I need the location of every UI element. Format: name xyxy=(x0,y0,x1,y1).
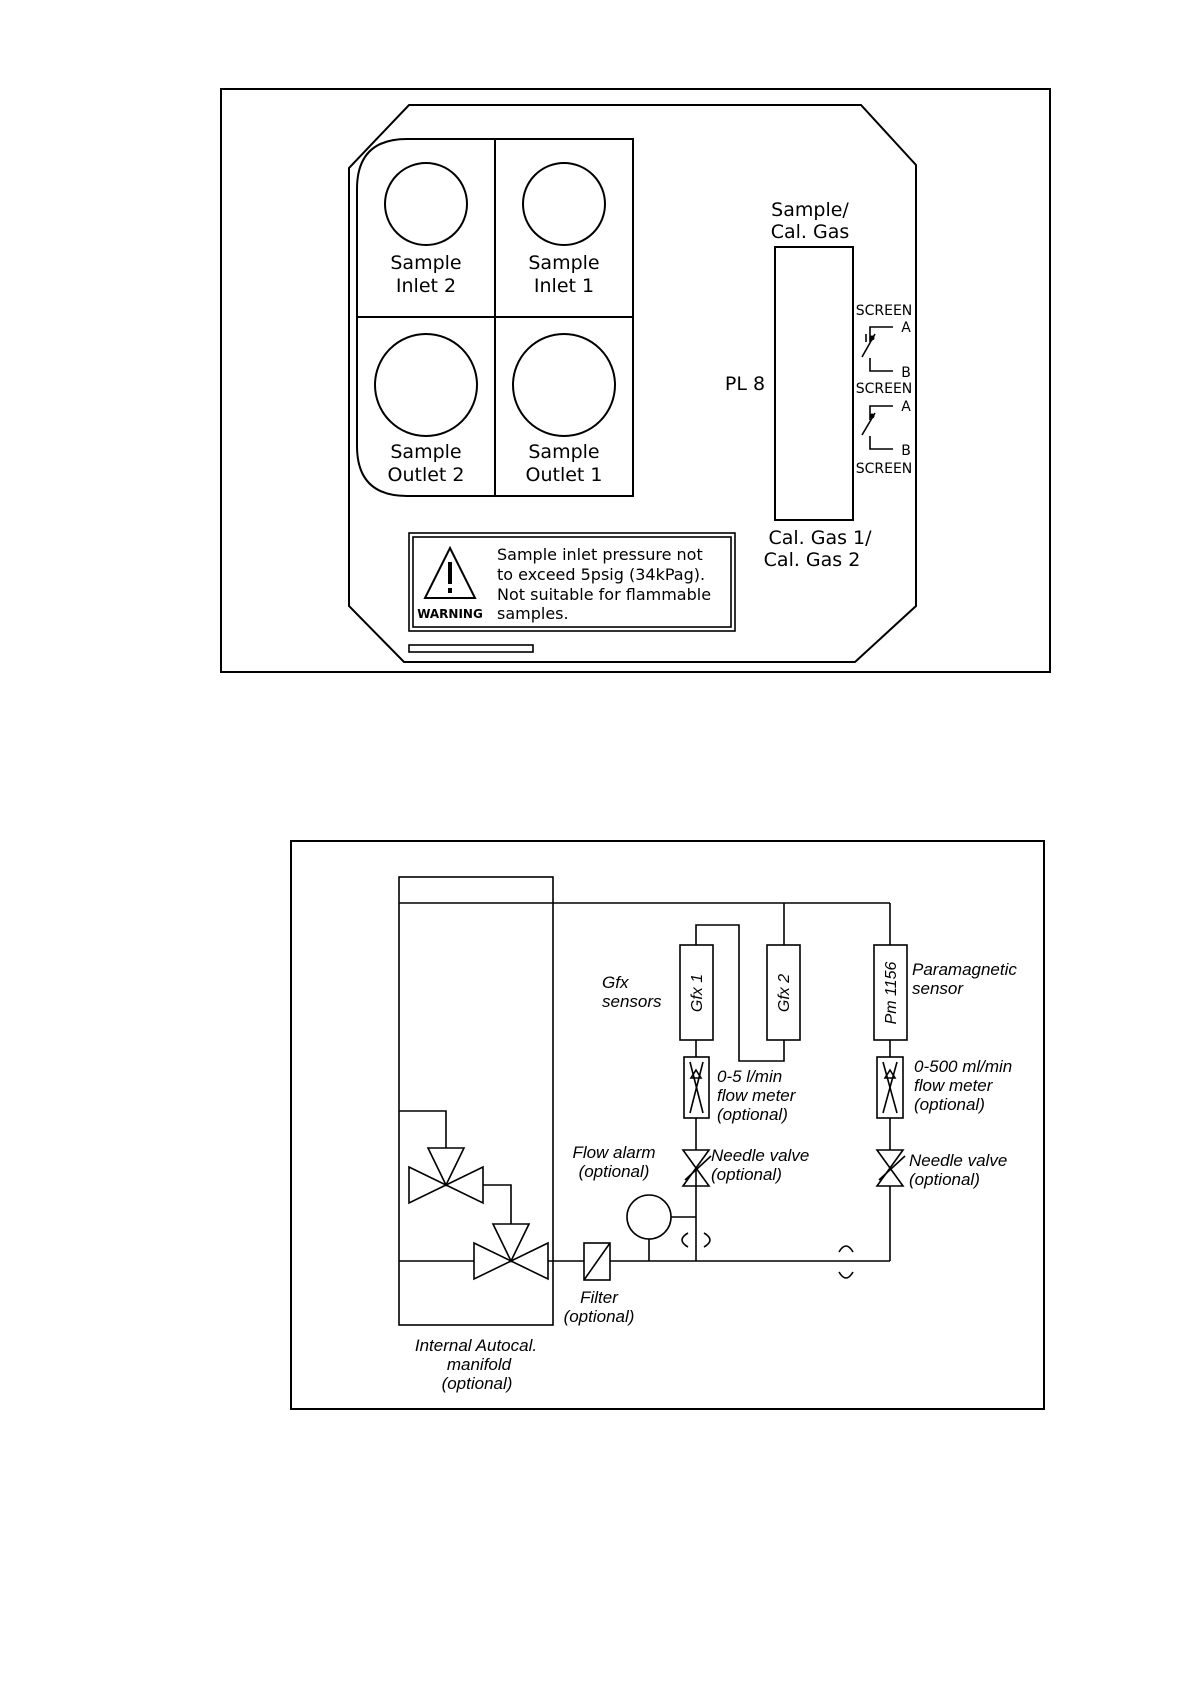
flow-alarm-label: (optional) xyxy=(579,1162,650,1181)
schematic-frame xyxy=(290,840,1045,1410)
port-label: Inlet 1 xyxy=(534,275,594,297)
connector-top-label: Cal. Gas xyxy=(771,221,850,243)
connection-panel-figure: Sample Inlet 2 Sample Inlet 1 Sample Out… xyxy=(220,88,1051,673)
flow-meter-1-label: 0-5 l/min xyxy=(717,1067,782,1086)
gfx-series-link xyxy=(695,924,785,1062)
screen-label: SCREEN xyxy=(856,461,913,477)
relay-contact-dot xyxy=(869,413,875,419)
port-label: Outlet 2 xyxy=(388,464,465,486)
needle-valve-1-label: (optional) xyxy=(711,1165,782,1184)
needle-valve-2-label: Needle valve xyxy=(909,1151,1007,1170)
gfx-sensors-label: sensors xyxy=(602,992,662,1011)
gfx-1-label: Gfx 1 xyxy=(689,974,706,1012)
flow-meter-1-label: (optional) xyxy=(717,1105,788,1124)
warning-frame xyxy=(408,532,736,632)
flow-meter-2-label: flow meter xyxy=(914,1076,994,1095)
flow-meter-2-label: 0-500 ml/min xyxy=(914,1057,1012,1076)
needle-valve-2-label: (optional) xyxy=(909,1170,980,1189)
connector-top-label: Sample/ xyxy=(771,199,849,221)
port-block xyxy=(356,138,634,497)
panel-slot xyxy=(408,644,534,653)
manifold-label: (optional) xyxy=(442,1374,513,1393)
flow-meter-2-label: (optional) xyxy=(914,1095,985,1114)
flow-meter-1-float xyxy=(689,1068,703,1079)
gfx-2-label: Gfx 2 xyxy=(776,974,793,1012)
pl8-connector xyxy=(774,246,854,521)
paramagnetic-label: sensor xyxy=(912,979,964,998)
connector-name: PL 8 xyxy=(725,373,765,395)
relay-contacts: SCREEN A B SCREEN A B SCREEN xyxy=(856,303,913,477)
contact-b-label: B xyxy=(901,365,911,381)
sample-outlet-2-port xyxy=(374,333,478,437)
port-label: Sample xyxy=(390,441,461,463)
port-label: Sample xyxy=(528,252,599,274)
filter-element xyxy=(583,1242,611,1281)
needle-valve-1-adjust xyxy=(684,1155,712,1181)
sample-outlet-1-port xyxy=(512,333,616,437)
warning-text: Not suitable for flammable xyxy=(497,585,711,604)
relay-contact-b xyxy=(869,436,893,450)
warning-title: WARNING xyxy=(417,607,483,621)
flow-meter-2-tube xyxy=(882,1061,898,1114)
screen-label: SCREEN xyxy=(856,381,913,397)
manifold-label: manifold xyxy=(447,1355,512,1374)
valve-1-left xyxy=(408,1165,448,1205)
valve-1-feed xyxy=(399,1110,447,1148)
sample-inlet-2-port xyxy=(384,162,468,246)
contact-b-label: B xyxy=(901,443,911,459)
flow-alarm-switch xyxy=(626,1194,672,1240)
port-label: Inlet 2 xyxy=(396,275,456,297)
relay-contact-b xyxy=(869,358,893,372)
needle-valve-1-label: Needle valve xyxy=(711,1146,809,1165)
warning-label: WARNING Sample inlet pressure not to exc… xyxy=(408,532,736,632)
contact-a-label: A xyxy=(901,320,911,336)
valve-1-top xyxy=(426,1147,466,1187)
sample-inlet-1-port xyxy=(522,162,606,246)
restrictor-1-left xyxy=(681,1232,689,1248)
needle-valve-2-top xyxy=(875,1149,905,1170)
paramagnetic-label: Paramagnetic xyxy=(912,960,1017,979)
manifold-label: Internal Autocal. xyxy=(415,1336,537,1355)
port-label: Sample xyxy=(390,252,461,274)
connector-bottom-label: Cal. Gas 1/ xyxy=(768,527,872,549)
restrictor-2-top xyxy=(838,1245,854,1253)
pm-label: Pm 1156 xyxy=(883,961,900,1024)
panel-figure-frame xyxy=(220,88,1051,673)
connector-bottom-label: Cal. Gas 2 xyxy=(764,549,861,571)
valve-1-outlet xyxy=(483,1184,512,1224)
exclamation-dot-icon xyxy=(448,588,452,593)
flow-meter-1-label: flow meter xyxy=(717,1086,797,1105)
flow-schematic-figure: Gfx 1 Gfx 2 Pm 1156 Gfx sensors Paramagn… xyxy=(290,840,1045,1410)
panel-outline xyxy=(348,104,917,663)
filter-label: Filter xyxy=(580,1288,619,1307)
restrictor-1-right xyxy=(703,1232,711,1248)
screen-label: SCREEN xyxy=(856,303,913,319)
flow-alarm-label: Flow alarm xyxy=(572,1143,655,1162)
exclamation-icon xyxy=(448,562,452,584)
relay-contact-dot xyxy=(869,335,875,341)
valve-2-top xyxy=(491,1223,531,1263)
warning-frame-inner xyxy=(412,536,732,628)
flow-meter-2-float xyxy=(883,1068,897,1079)
warning-triangle-icon xyxy=(423,545,477,599)
port-label: Outlet 1 xyxy=(526,464,603,486)
contact-a-label: A xyxy=(901,399,911,415)
needle-valve-1-top xyxy=(681,1149,711,1170)
port-label: Sample xyxy=(528,441,599,463)
warning-text: samples. xyxy=(497,604,569,623)
restrictor-2-bottom xyxy=(838,1271,854,1279)
flow-meter-1-tube xyxy=(689,1061,704,1114)
warning-text: Sample inlet pressure not xyxy=(497,545,703,564)
warning-text: to exceed 5psig (34kPag). xyxy=(497,565,705,584)
autocal-manifold xyxy=(398,876,554,1326)
gfx-sensors-label: Gfx xyxy=(602,973,629,992)
filter-label: (optional) xyxy=(564,1307,635,1326)
needle-valve-2-adjust xyxy=(878,1155,906,1181)
needle-valve-1-bottom xyxy=(681,1166,711,1187)
